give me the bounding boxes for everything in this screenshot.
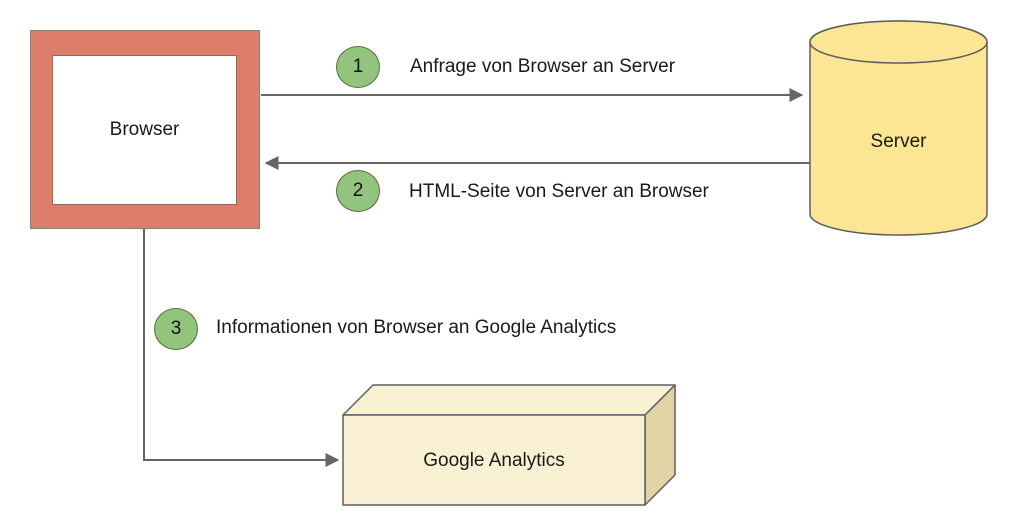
step-1-label: Anfrage von Browser an Server — [410, 56, 676, 77]
analytics-cuboid-front — [342, 414, 646, 506]
server-cylinder-top — [809, 20, 988, 64]
step-1-badge: 1 — [336, 46, 380, 88]
step-3-label: Informationen von Browser an Google Anal… — [216, 317, 617, 338]
browser-node: Browser — [30, 30, 260, 229]
server-cylinder — [809, 20, 988, 236]
analytics-cuboid — [342, 384, 676, 506]
step-3-number: 3 — [170, 318, 182, 339]
browser-label: Browser — [109, 119, 180, 140]
server-label: Server — [870, 131, 927, 152]
step-2-label: HTML-Seite von Server an Browser — [409, 181, 709, 202]
arrow-browser-to-analytics — [143, 229, 340, 467]
step-2-badge: 2 — [336, 170, 380, 212]
step-2-number: 2 — [352, 180, 364, 201]
browser-node-pane: Browser — [52, 55, 237, 205]
analytics-label: Google Analytics — [423, 450, 565, 471]
analytics-cuboid-top — [342, 384, 676, 416]
step-3-badge: 3 — [154, 308, 198, 350]
step-1-number: 1 — [352, 56, 364, 77]
